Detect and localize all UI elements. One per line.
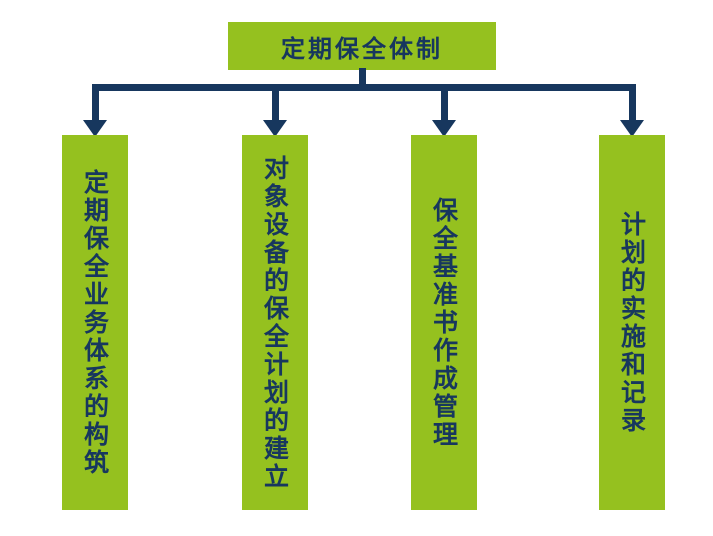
child-node-3: 保全基准书作成管理 <box>411 135 477 510</box>
connector-arrow-stem-4 <box>629 84 636 122</box>
arrow-down-icon <box>263 120 287 137</box>
connector-arrow-stem-1 <box>92 84 99 122</box>
arrow-down-icon <box>83 120 107 137</box>
connector-arrow-stem-2 <box>272 84 279 122</box>
child-node-4: 计划的实施和记录 <box>599 135 665 510</box>
child-node-2: 对象设备的保全计划的建立 <box>242 135 308 510</box>
arrow-down-icon <box>620 120 644 137</box>
child-node-1-label: 定期保全业务体系的构筑 <box>80 168 110 477</box>
arrow-down-icon <box>432 120 456 137</box>
child-node-4-label: 计划的实施和记录 <box>617 210 647 435</box>
connector-root-stem <box>359 68 366 86</box>
child-node-3-label: 保全基准书作成管理 <box>429 196 459 449</box>
root-node-label: 定期保全体制 <box>281 34 443 63</box>
root-node: 定期保全体制 <box>228 22 496 70</box>
connector-horizontal-bar <box>92 84 636 91</box>
connector-arrow-stem-3 <box>441 84 448 122</box>
child-node-1: 定期保全业务体系的构筑 <box>62 135 128 510</box>
child-node-2-label: 对象设备的保全计划的建立 <box>260 154 290 491</box>
